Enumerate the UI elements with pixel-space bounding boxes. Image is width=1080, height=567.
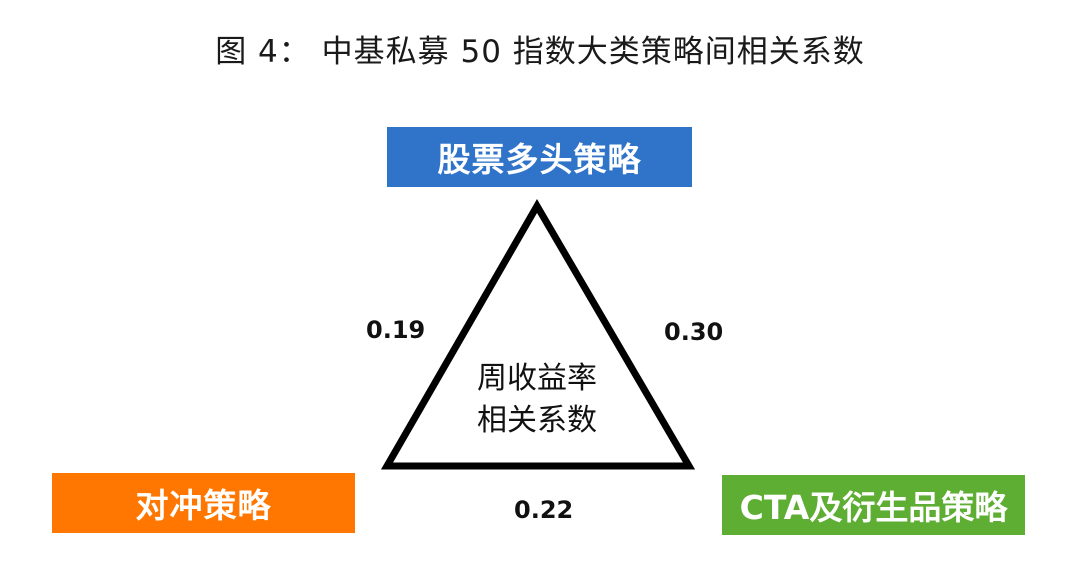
edge-value-hedge-cta: 0.22 — [514, 496, 574, 524]
node-label: 对冲策略 — [135, 486, 272, 525]
figure-title: 图 4： 中基私募 50 指数大类策略间相关系数 — [215, 34, 865, 70]
edge-value-equity-cta: 0.30 — [664, 318, 724, 346]
node-equity-long-strategy: 股票多头策略 — [387, 127, 692, 187]
node-hedge-strategy: 对冲策略 — [52, 473, 355, 533]
node-cta-strategy: CTA及衍生品策略 — [722, 475, 1025, 535]
node-label: 股票多头策略 — [437, 140, 642, 179]
center-label-line1: 周收益率 — [477, 361, 597, 396]
triangle-shape — [380, 199, 696, 470]
node-label: CTA及衍生品策略 — [739, 488, 1008, 527]
center-label: 周收益率 相关系数 — [437, 358, 637, 442]
edge-value-equity-hedge: 0.19 — [366, 316, 426, 344]
center-label-line2: 相关系数 — [477, 403, 597, 438]
